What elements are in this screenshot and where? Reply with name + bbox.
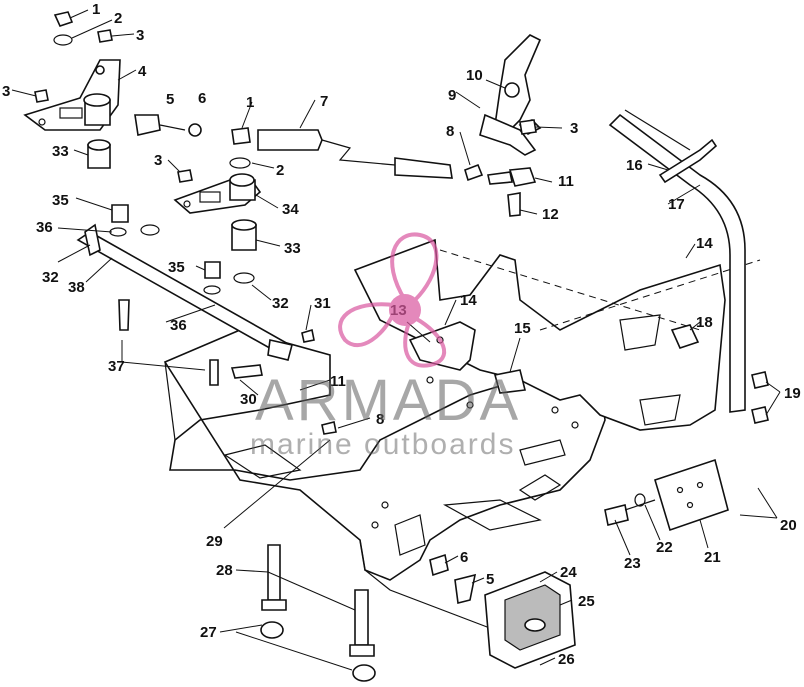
callout-label: 10 <box>466 67 483 84</box>
callout-label: 9 <box>448 87 456 104</box>
callout-label: 6 <box>460 549 468 566</box>
mount-bracket <box>163 329 606 631</box>
callout-label: 4 <box>138 63 147 80</box>
callout-label: 23 <box>624 555 641 572</box>
callout-label: 28 <box>216 562 233 579</box>
callout-label: 32 <box>272 295 289 312</box>
steering-arm-assembly <box>464 34 542 217</box>
callout-label: 36 <box>170 317 187 334</box>
callout-label: 27 <box>200 624 217 641</box>
callout-label: 21 <box>704 549 721 566</box>
callout-label: 32 <box>42 269 59 286</box>
pivot-arm-left <box>23 59 202 137</box>
callout-label: 6 <box>198 90 206 107</box>
callout-label: 3 <box>136 27 144 44</box>
side-bracket <box>604 458 729 532</box>
pivot-arm-center <box>173 173 262 284</box>
leader-lines <box>11 9 781 671</box>
callout-label: 8 <box>446 123 454 140</box>
tie-bar <box>76 223 293 386</box>
callout-label: 17 <box>668 196 685 213</box>
callout-label: 29 <box>206 533 223 550</box>
callout-label: 33 <box>52 143 69 160</box>
callout-label: 37 <box>108 358 125 375</box>
callout-label: 22 <box>656 539 673 556</box>
callout-label: 16 <box>626 157 643 174</box>
callout-label: 35 <box>52 192 69 209</box>
callout-label: 1 <box>92 1 100 18</box>
callout-label: 38 <box>68 279 85 296</box>
callout-label: 11 <box>330 373 346 390</box>
callout-label: 7 <box>320 93 328 110</box>
callout-label: 5 <box>166 91 174 108</box>
callout-label: 33 <box>284 240 301 257</box>
callout-label: 5 <box>486 571 494 588</box>
callout-label: 19 <box>784 385 801 402</box>
tiller-pipe <box>608 109 746 413</box>
long-bolts <box>260 544 376 682</box>
callout-label: 3 <box>570 120 578 137</box>
callout-label: 3 <box>154 152 162 169</box>
callout-label: 14 <box>460 292 477 309</box>
propeller-logo <box>338 232 447 368</box>
callout-label: 1 <box>246 94 254 111</box>
steering-link <box>257 129 453 179</box>
hardware <box>34 11 537 435</box>
callout-label: 20 <box>780 517 797 534</box>
callout-label: 3 <box>2 83 10 100</box>
callout-label: 35 <box>168 259 185 276</box>
callout-label: 34 <box>282 201 299 218</box>
callout-label: 18 <box>696 314 713 331</box>
callout-label: 30 <box>240 391 257 408</box>
callout-label: 36 <box>36 219 53 236</box>
callout-labels: 1 2 3 3 4 5 6 1 7 2 3 33 35 36 32 38 34 … <box>2 1 801 668</box>
callout-label: 31 <box>314 295 331 312</box>
callout-label: 24 <box>560 564 577 581</box>
callout-label: 15 <box>514 320 531 337</box>
callout-label: 2 <box>114 10 122 27</box>
upper-plate <box>353 238 761 431</box>
callout-label: 26 <box>558 651 575 668</box>
callout-label: 25 <box>578 593 595 610</box>
callout-label: 2 <box>276 162 284 179</box>
rubber-mount <box>429 553 576 669</box>
callout-label: 12 <box>542 206 559 223</box>
callout-label: 11 <box>558 173 574 190</box>
callout-label: 14 <box>696 235 713 252</box>
callout-label: 8 <box>376 411 384 428</box>
